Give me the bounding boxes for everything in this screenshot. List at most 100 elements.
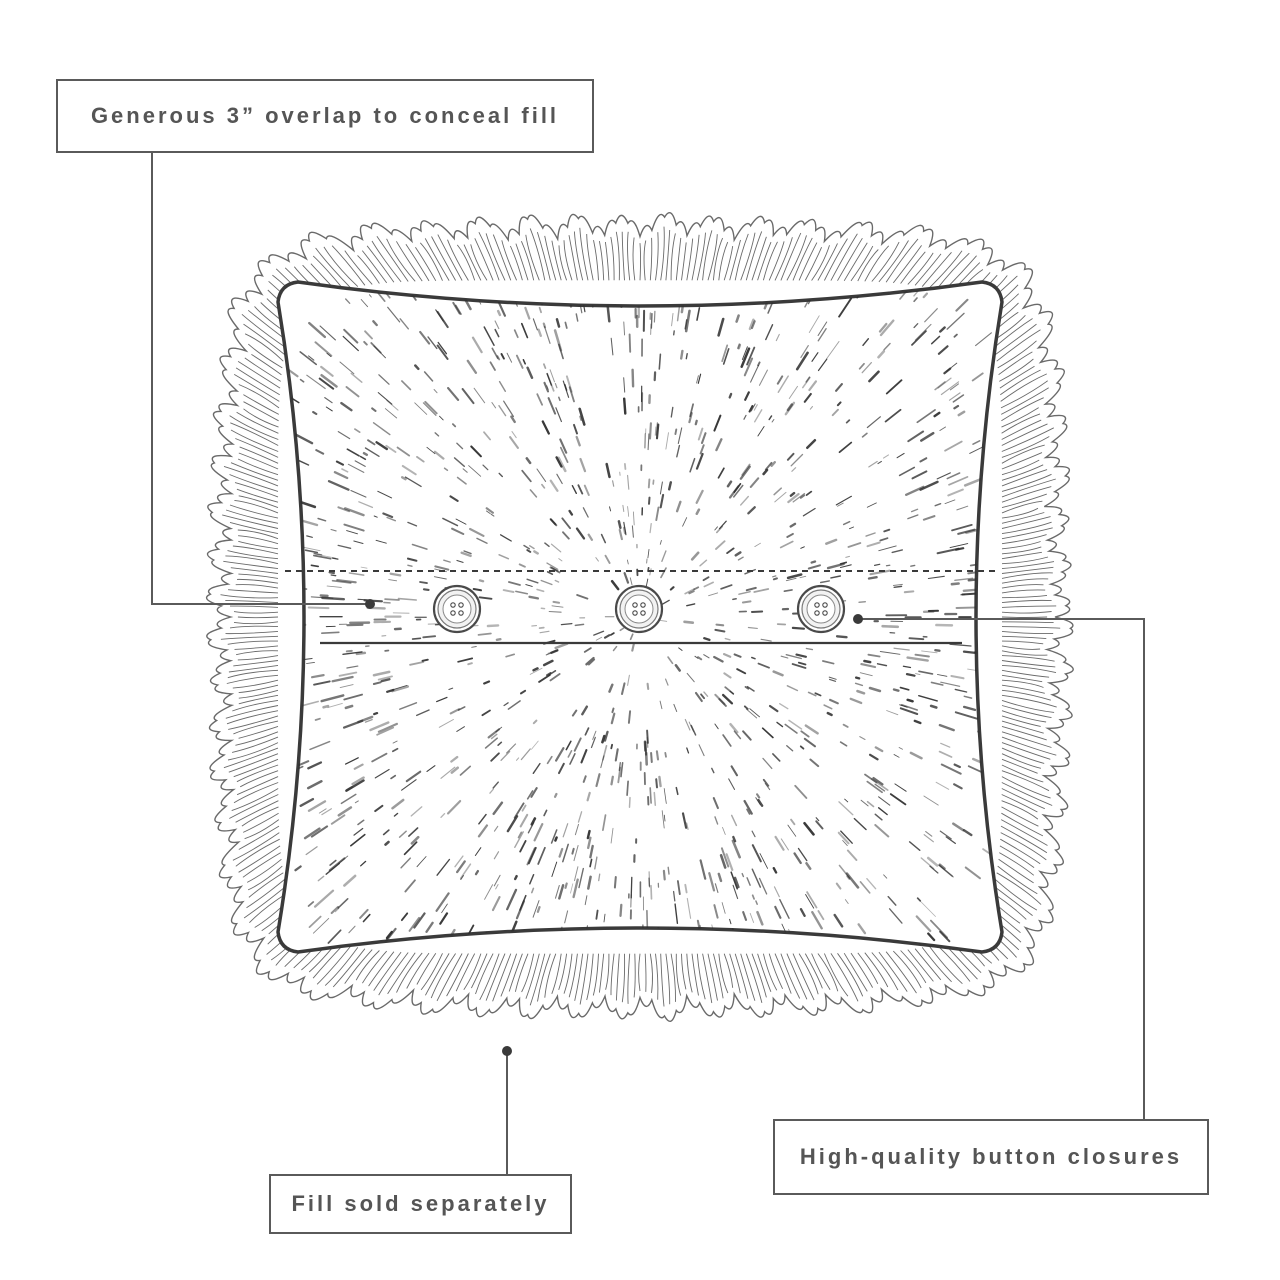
- texture-mark: [355, 651, 367, 656]
- texture-mark: [546, 562, 559, 570]
- texture-mark: [722, 652, 732, 658]
- ruffle-gather-line: [1001, 534, 1047, 545]
- ruffle-gather-line: [1001, 493, 1047, 509]
- texture-mark: [491, 896, 501, 912]
- texture-mark: [550, 829, 558, 844]
- texture-mark: [659, 481, 663, 495]
- texture-mark: [399, 702, 418, 710]
- ruffle-gather-line: [1001, 473, 1052, 492]
- texture-mark: [433, 576, 447, 580]
- texture-mark: [682, 517, 688, 527]
- texture-mark: [619, 627, 625, 632]
- texture-mark: [811, 911, 823, 930]
- texture-mark: [325, 406, 333, 412]
- texture-mark: [509, 436, 519, 449]
- texture-mark: [490, 752, 500, 762]
- texture-mark: [723, 672, 732, 679]
- ruffle-gather-line: [723, 953, 734, 988]
- texture-mark: [889, 793, 907, 806]
- texture-mark: [439, 415, 444, 421]
- texture-mark: [608, 683, 614, 693]
- ruffle-gather-line: [993, 318, 1033, 349]
- texture-mark: [840, 830, 853, 844]
- texture-mark: [842, 723, 849, 728]
- texture-mark: [301, 546, 321, 552]
- ruffle-gather-line: [238, 684, 279, 694]
- texture-mark: [606, 302, 611, 323]
- texture-mark: [982, 545, 997, 551]
- texture-mark: [708, 872, 716, 892]
- texture-mark: [835, 383, 843, 392]
- texture-mark: [665, 432, 669, 450]
- texture-mark: [549, 566, 561, 574]
- texture-mark: [455, 518, 467, 525]
- texture-mark: [295, 760, 310, 768]
- texture-mark: [526, 366, 534, 379]
- texture-mark: [620, 682, 626, 696]
- ruffle-gather-line: [707, 234, 718, 281]
- texture-mark: [671, 313, 674, 327]
- leader-dots: [365, 599, 863, 1056]
- texture-mark: [699, 444, 705, 455]
- texture-mark: [426, 765, 436, 772]
- texture-mark: [345, 386, 360, 398]
- ruffle-gather-line: [928, 945, 963, 985]
- texture-mark: [695, 452, 704, 470]
- ruffle-gather-line: [1001, 770, 1050, 792]
- ruffle-gather-line: [243, 394, 280, 415]
- texture-mark: [329, 859, 337, 866]
- texture-mark: [503, 702, 509, 707]
- texture-mark: [779, 898, 790, 919]
- ruffle-gather-line: [604, 241, 610, 281]
- texture-mark: [554, 884, 560, 899]
- texture-mark: [631, 368, 635, 388]
- texture-mark: [506, 815, 519, 833]
- texture-mark: [893, 754, 900, 758]
- texture-mark: [952, 822, 965, 832]
- ruffle-gather-line: [786, 953, 808, 1000]
- texture-mark: [496, 309, 502, 317]
- texture-mark: [456, 442, 464, 450]
- texture-mark: [791, 626, 806, 630]
- ruffle-gather-line: [237, 361, 281, 389]
- texture-mark: [553, 792, 558, 798]
- texture-mark: [793, 852, 802, 865]
- texture-mark: [927, 932, 936, 942]
- texture-mark: [809, 405, 814, 410]
- texture-mark: [522, 359, 526, 365]
- texture-mark: [584, 895, 588, 906]
- texture-mark: [508, 945, 520, 952]
- texture-mark: [768, 704, 779, 713]
- texture-mark: [934, 648, 941, 652]
- ruffle-gather-line: [387, 952, 416, 995]
- ruffle-gather-line: [238, 845, 281, 873]
- ruffle-gather-line: [492, 234, 512, 281]
- texture-mark: [459, 765, 472, 776]
- ruffle-gather-line: [563, 953, 573, 994]
- texture-mark: [540, 579, 553, 586]
- ruffle-gather-line: [220, 594, 279, 599]
- texture-mark: [586, 791, 591, 802]
- ruffle-gather-line: [238, 694, 279, 705]
- texture-mark: [554, 383, 558, 389]
- texture-mark: [598, 873, 601, 882]
- ruffle-gather-line: [247, 343, 283, 369]
- ruffle-gather-line: [235, 438, 279, 458]
- texture-mark: [388, 579, 398, 582]
- ruffle-gather-line: [892, 950, 922, 989]
- texture-mark: [751, 868, 762, 888]
- texture-mark: [354, 800, 359, 804]
- ruffle-gather-line: [430, 953, 456, 999]
- ruffle-gather-line: [332, 948, 366, 988]
- ruffle-gather-line: [463, 244, 482, 281]
- texture-mark: [299, 351, 317, 366]
- texture-mark: [839, 564, 852, 569]
- ruffle-gather-line: [574, 953, 584, 1001]
- ruffle-gather-line: [768, 953, 784, 989]
- texture-mark: [543, 325, 551, 344]
- texture-mark: [678, 647, 683, 651]
- texture-mark: [772, 753, 781, 762]
- texture-mark: [846, 849, 858, 861]
- ruffle-gather-line: [238, 495, 279, 509]
- texture-mark: [342, 719, 364, 729]
